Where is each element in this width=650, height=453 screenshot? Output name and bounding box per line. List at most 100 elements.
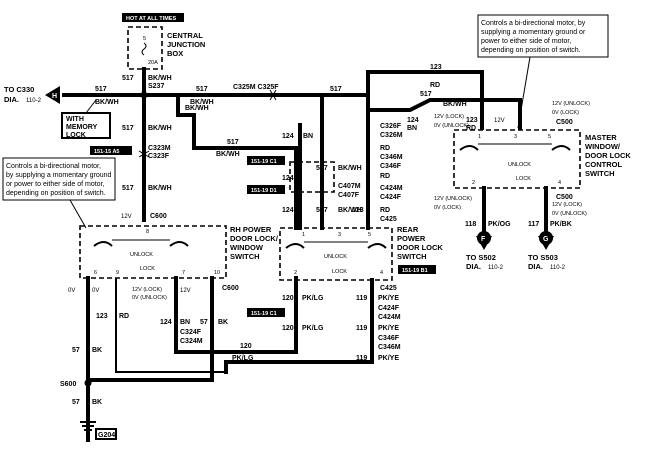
hot-at-all-times-label: HOT AT ALL TIMES xyxy=(126,16,176,22)
wire-57-color-a: BK xyxy=(92,347,102,354)
wire-pkog-label: PK/OG xyxy=(488,221,511,228)
wire-517-color-a: BK/WH xyxy=(148,75,172,82)
connector-c424f-bottom: C424F xyxy=(378,305,400,312)
wire-119-label-a: 119 xyxy=(356,295,367,302)
master-12v-unlock-top: 12V (UNLOCK) xyxy=(552,101,590,107)
memory-lock-leader xyxy=(85,99,97,114)
to-s502-dia: DIA. xyxy=(466,262,481,271)
fuse-rating: 20A xyxy=(148,60,158,66)
rear-label-3: DOOR LOCK xyxy=(397,243,443,252)
wire-123-label-top: 123 xyxy=(430,64,442,71)
master-pin-2: 2 xyxy=(472,180,475,186)
rh-label-2: DOOR LOCK/ xyxy=(230,234,279,243)
wire-pklg-label-c: PK/LG xyxy=(302,325,324,332)
to-s503-dia: DIA. xyxy=(528,262,543,271)
wire-rd-label-c: RD xyxy=(380,145,390,152)
wire-57-color-b: BK xyxy=(92,399,102,406)
wire-517-branch xyxy=(142,93,298,150)
connector-c323f: C323F xyxy=(148,153,170,160)
connector-c325-label: C325M C325F xyxy=(233,84,279,91)
rh-0v-b: 0V xyxy=(92,288,99,294)
wire-517-to-master xyxy=(366,98,522,130)
ref-box-4-text: 151-19 B1 xyxy=(402,268,428,274)
ground-symbol xyxy=(80,421,96,435)
g204-label: G204 xyxy=(98,432,115,439)
rh-pin-7: 7 xyxy=(182,270,185,276)
wire-124-label-c1: 124 xyxy=(282,133,294,140)
rh-label-1: RH POWER xyxy=(230,225,272,234)
to-c330-page: 110-2 xyxy=(26,98,42,104)
ref-box-2 xyxy=(247,156,285,165)
ref-box-5-text: 151-19 C1 xyxy=(251,311,277,317)
rear-pin-5: 5 xyxy=(368,232,371,238)
wire-517-label-f: 517 xyxy=(122,125,134,132)
connector-c425-top: C425 xyxy=(380,216,397,223)
center-connector-box xyxy=(289,161,335,193)
wire-pklg-label-a: PK/LG xyxy=(232,355,254,362)
cjb-label-1: CENTRAL xyxy=(167,31,203,40)
to-s502: TO S502 xyxy=(466,253,496,262)
wire-517-label-g: 517 xyxy=(122,185,134,192)
rear-pin-4: 4 xyxy=(380,270,383,276)
rh-0v: 0V xyxy=(68,288,75,294)
rh-unlock: UNLOCK xyxy=(130,252,153,258)
terminal-h-arrow xyxy=(45,86,60,104)
wire-517-label-d: 517 xyxy=(330,86,342,93)
splice-s237-label: S237 xyxy=(148,83,164,90)
note-right-box xyxy=(477,14,609,58)
master-label-5: SWITCH xyxy=(585,169,615,178)
wire-517-label-c2: 517 xyxy=(316,165,328,172)
master-0v-unlock: 0V (UNLOCK) xyxy=(434,123,469,129)
wire-bkwh-label-c2: BK/WH xyxy=(338,165,362,172)
wire-123-label-m: 123 xyxy=(466,117,478,124)
wire-rd-label-c2: RD xyxy=(380,173,390,180)
connector-c346m-bottom: C346M xyxy=(378,344,401,351)
connector-c346f-bottom: C346F xyxy=(378,335,400,342)
connector-c407m: C407M xyxy=(338,183,361,190)
hot-at-all-times-box xyxy=(122,13,184,22)
wire-57-label-a: 57 xyxy=(72,347,80,354)
wire-bn-label-m: BN xyxy=(407,125,417,132)
connector-c346f-top: C346F xyxy=(380,163,402,170)
wire-517-label-m: 517 xyxy=(420,91,432,98)
wire-517-label-e: 517 xyxy=(227,139,239,146)
connector-c324m: C324M xyxy=(180,338,203,345)
master-label-3: DOOR LOCK xyxy=(585,151,631,160)
connector-c425-bottom: C425 xyxy=(380,285,397,292)
memory-lock-1: WITH xyxy=(66,116,84,123)
connector-c424f-top: C424F xyxy=(380,194,402,201)
rh-switch-arm-right xyxy=(169,241,189,247)
wire-119-label-b: 119 xyxy=(356,325,367,332)
wire-57-label-b: 57 xyxy=(72,399,80,406)
connector-c325-symbol xyxy=(269,89,277,101)
to-s502-page: 110-2 xyxy=(488,265,504,271)
wire-123-label-rh: 123 xyxy=(96,313,108,320)
wire-119-label-c: 119 xyxy=(356,355,367,362)
connector-c326m: C326M xyxy=(380,132,403,139)
terminal-g-letter: G xyxy=(543,236,549,243)
note-right-2: supplying a momentary ground or xyxy=(481,29,586,36)
rear-label-2: POWER xyxy=(397,234,426,243)
master-0v-lock-top: 0V (LOCK) xyxy=(552,110,579,116)
wire-rd-label-top: RD xyxy=(430,82,440,89)
wire-124-label-rh: 124 xyxy=(160,319,172,326)
wire-57-label-rh: 57 xyxy=(200,319,208,326)
wire-pkye-label-b: PK/YE xyxy=(378,325,399,332)
connector-c600-bottom: C600 xyxy=(222,285,239,292)
wire-517-label-c: 517 xyxy=(196,86,208,93)
wire-bk-label-rh: BK xyxy=(218,319,228,326)
rear-switch-arm-right xyxy=(367,243,387,249)
master-12v-lock: 12V (LOCK) xyxy=(434,114,464,120)
terminal-f-circle xyxy=(477,231,491,245)
cjb-label-2: JUNCTION xyxy=(167,40,205,49)
wire-rd-label-rh: RD xyxy=(119,313,129,320)
ref-box-1-text: 151-15 A5 xyxy=(94,149,119,155)
fuse-number: 5 xyxy=(143,36,146,42)
rh-label-4: SWITCH xyxy=(230,252,260,261)
master-label-2: WINDOW/ xyxy=(585,142,621,151)
rear-label-4: SWITCH xyxy=(397,252,427,261)
master-pin-5: 5 xyxy=(548,134,551,140)
wire-rd-label-c3: RD xyxy=(380,207,390,214)
connector-c424m-top: C424M xyxy=(380,185,403,192)
note-left-box xyxy=(2,157,116,201)
